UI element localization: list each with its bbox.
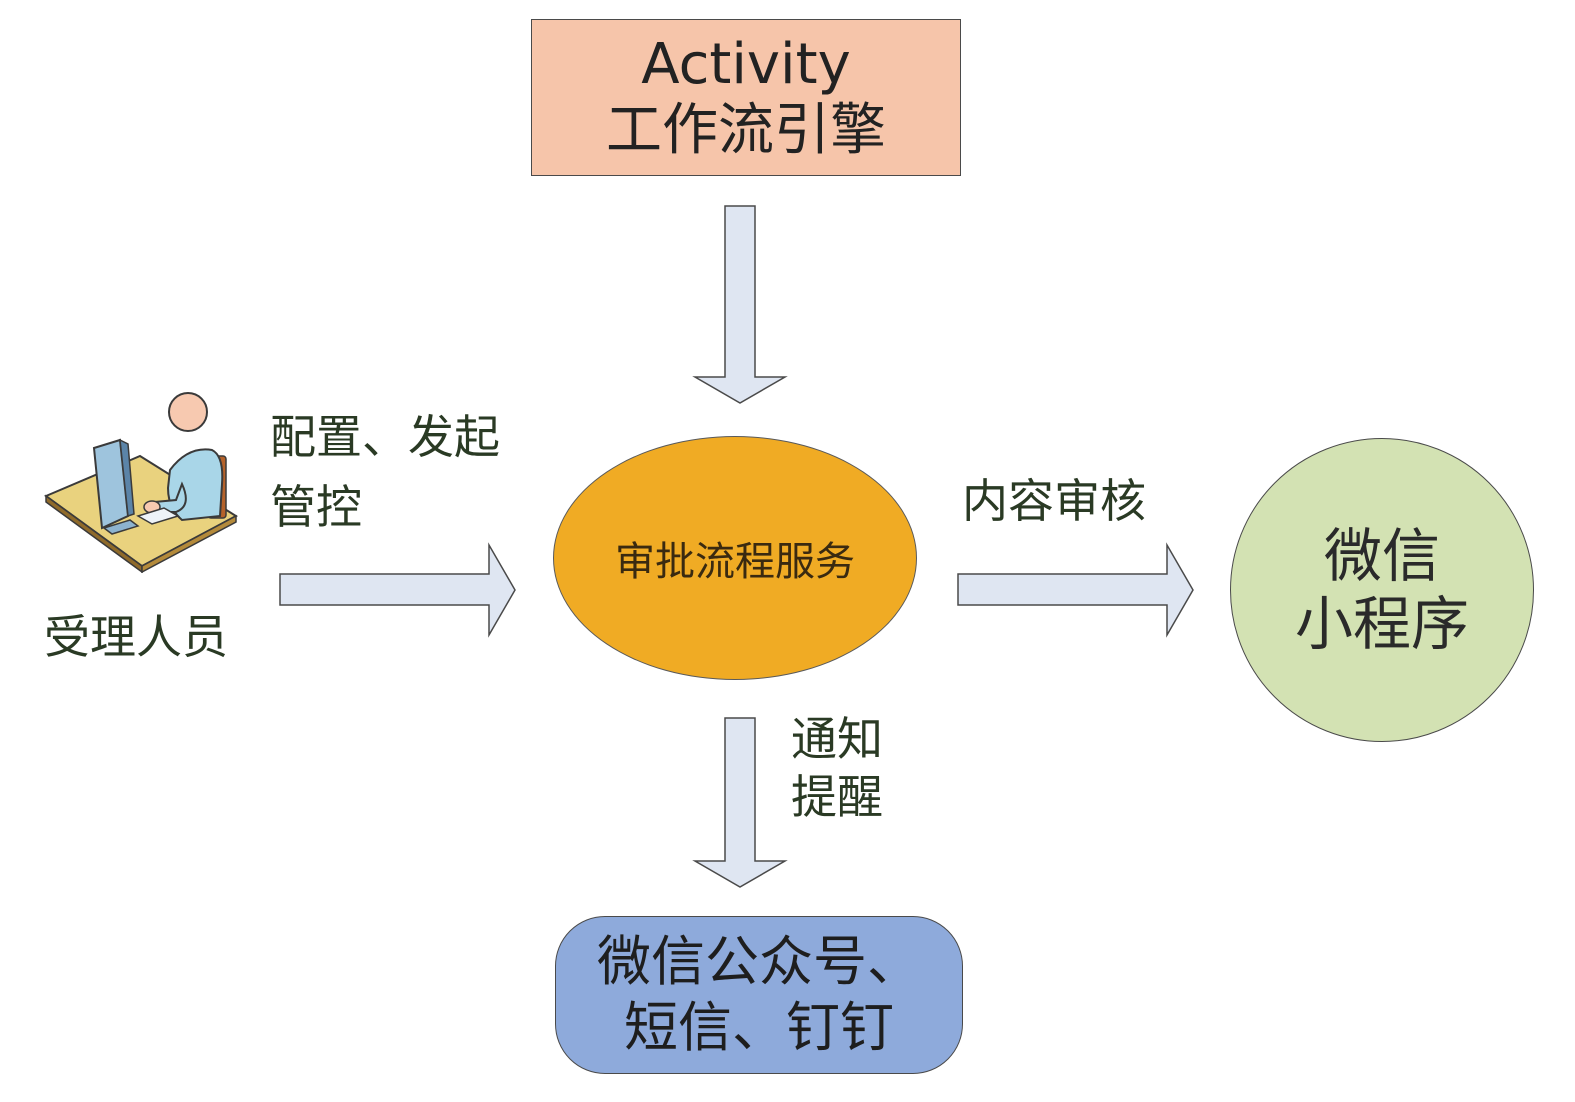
- miniprogram-line-1: 微信: [1323, 522, 1440, 590]
- operator-at-computer-icon: [43, 392, 238, 573]
- notify-remind-label: 通知 提醒: [791, 710, 883, 826]
- engine-title: Activity: [641, 31, 851, 97]
- notification-channels-node: 微信公众号、 短信、钉钉: [555, 916, 963, 1074]
- config-launch-label: 配置、发起 管控: [270, 402, 500, 542]
- service-to-channels-arrow: [692, 717, 788, 888]
- engine-subtitle: 工作流引擎: [606, 97, 886, 163]
- service-label: 审批流程服务: [615, 539, 855, 585]
- approval-service-node: 审批流程服务: [553, 436, 917, 680]
- service-to-miniprogram-arrow: [957, 542, 1194, 638]
- miniprogram-line-2: 小程序: [1294, 590, 1469, 658]
- notify-label-line-2: 提醒: [791, 770, 883, 824]
- config-label-line-1: 配置、发起: [270, 410, 500, 464]
- operator-label: 受理人员: [44, 610, 228, 664]
- engine-to-service-arrow: [692, 205, 788, 404]
- content-audit-label: 内容审核: [962, 474, 1146, 528]
- config-label-line-2: 管控: [270, 480, 362, 534]
- channels-line-2: 短信、钉钉: [624, 996, 894, 1059]
- notify-label-line-1: 通知: [791, 712, 883, 766]
- channels-line-1: 微信公众号、: [597, 930, 921, 993]
- activity-engine-node: Activity 工作流引擎: [531, 19, 961, 176]
- wechat-miniprogram-node: 微信 小程序: [1230, 438, 1534, 742]
- operator-to-service-arrow: [279, 542, 516, 638]
